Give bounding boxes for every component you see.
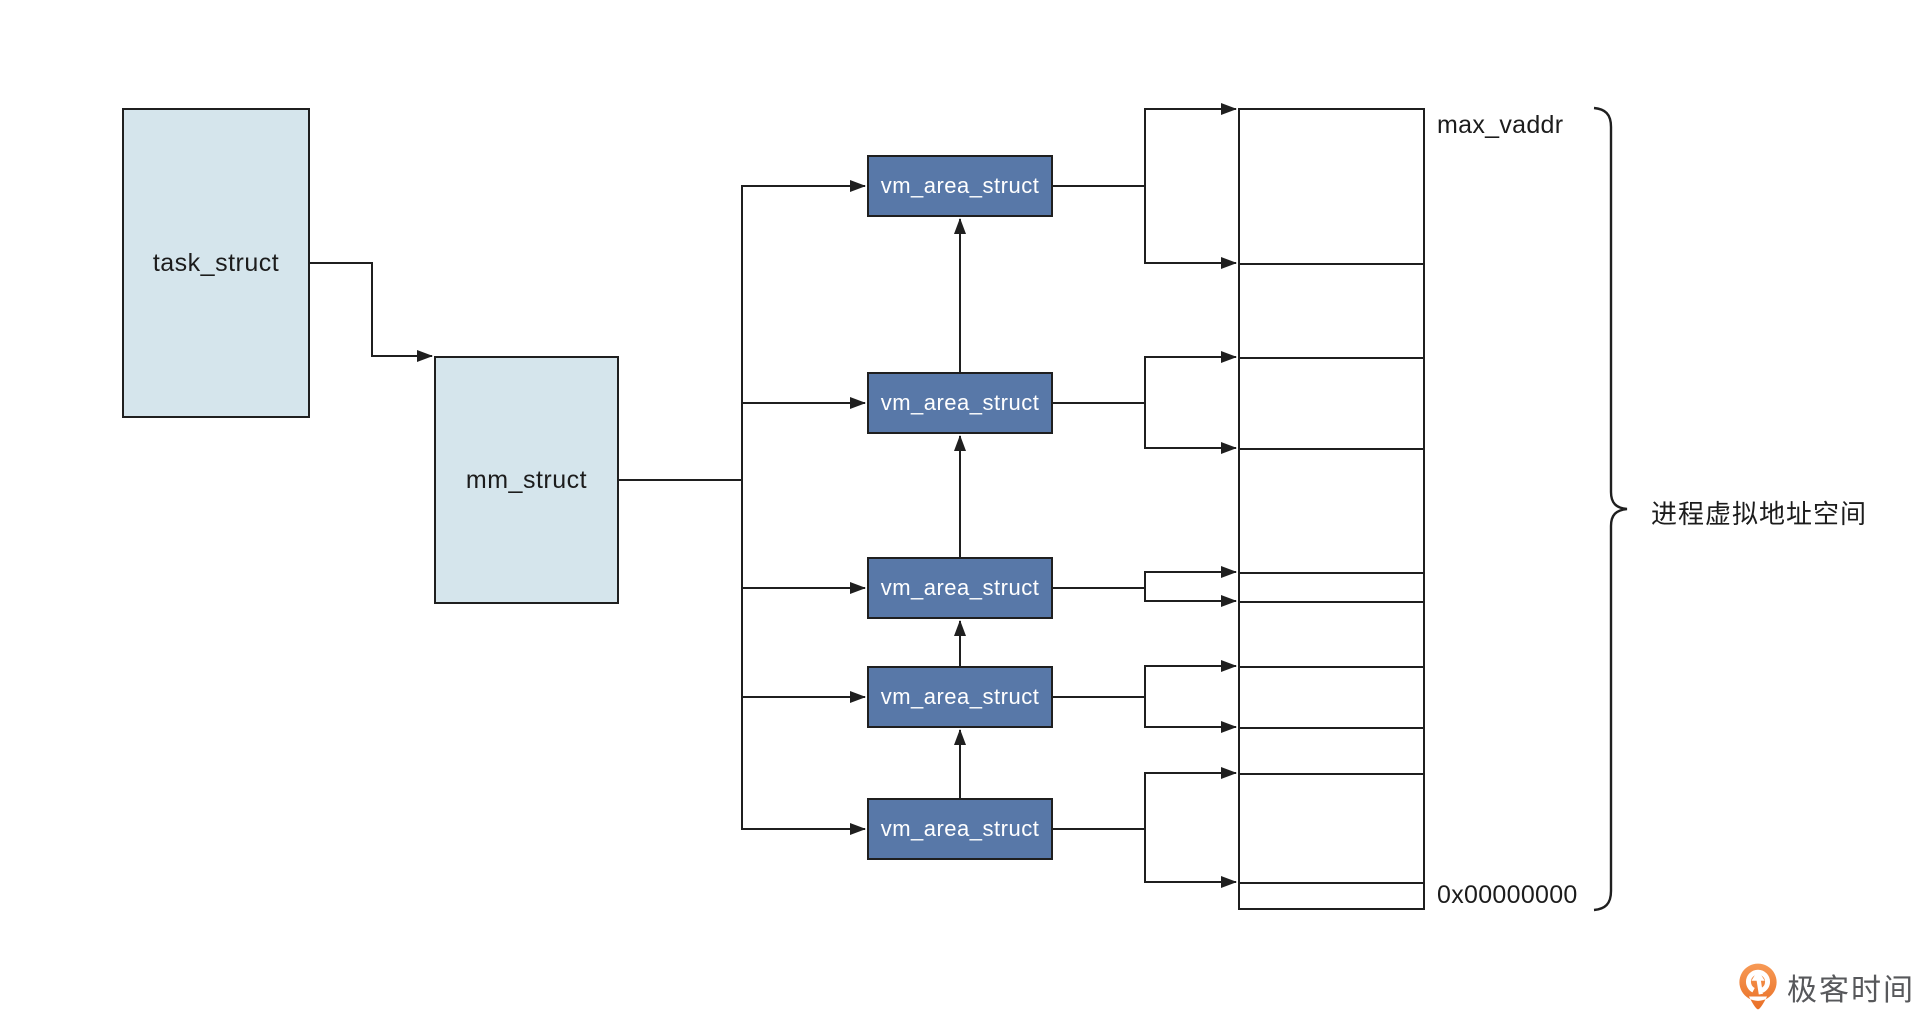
memory-map-divider — [1240, 263, 1423, 265]
memory-map-divider — [1240, 572, 1423, 574]
logo-arrow-head — [1751, 969, 1765, 981]
memory-map-divider — [1240, 357, 1423, 359]
mm-struct-label: mm_struct — [465, 465, 588, 494]
node-vm-area-struct-3: vm_area_struct — [867, 557, 1053, 619]
node-vm-area-struct-5: vm_area_struct — [867, 798, 1053, 860]
memory-map-divider — [1240, 666, 1423, 668]
node-vm-area-struct-4: vm_area_struct — [867, 666, 1053, 728]
base-address-label: 0x00000000 — [1437, 881, 1578, 909]
task-to-mm-connector — [310, 262, 433, 362]
task-struct-label: task_struct — [152, 248, 280, 277]
vm-area-struct-label: vm_area_struct — [880, 173, 1040, 198]
logo: 极客时间 — [1737, 962, 1915, 1011]
memory-map — [1238, 108, 1425, 910]
logo-arrow-shaft — [1756, 978, 1763, 995]
memory-map-divider — [1240, 601, 1423, 603]
memory-map-divider — [1240, 773, 1423, 775]
geektime-pin-icon — [1739, 963, 1777, 1010]
max-vaddr-label: max_vaddr — [1437, 111, 1564, 139]
address-space-annotation: 进程虚拟地址空间 — [1651, 499, 1868, 529]
vm-area-struct-label: vm_area_struct — [880, 390, 1040, 415]
node-task-struct: task_struct — [122, 108, 310, 418]
memory-map-divider — [1240, 882, 1423, 884]
node-mm-struct: mm_struct — [434, 356, 619, 604]
vm-area-struct-label: vm_area_struct — [880, 816, 1040, 841]
memory-map-divider — [1240, 727, 1423, 729]
node-vm-area-struct-2: vm_area_struct — [867, 372, 1053, 434]
address-space-brace — [1593, 106, 1628, 912]
vm-area-struct-label: vm_area_struct — [880, 575, 1040, 600]
node-vm-area-struct-1: vm_area_struct — [867, 155, 1053, 217]
logo-text: 极客时间 — [1787, 973, 1915, 1007]
vm-area-struct-label: vm_area_struct — [880, 684, 1040, 709]
memory-map-divider — [1240, 448, 1423, 450]
